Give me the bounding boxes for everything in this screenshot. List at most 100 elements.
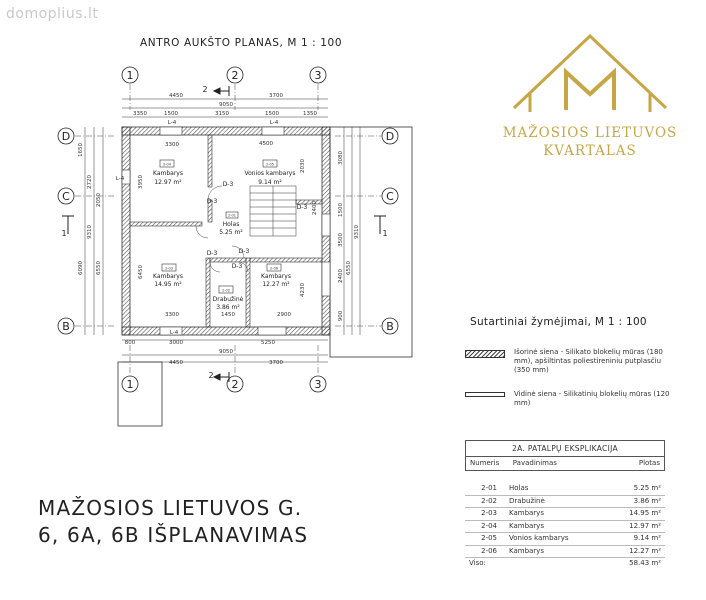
dimension-label: 1350 bbox=[303, 111, 317, 117]
door-label: D-3 bbox=[239, 248, 250, 255]
room-name: Holas bbox=[223, 221, 240, 228]
door-label: D-3 bbox=[207, 198, 218, 205]
table-row: 2-03 Kambarys 14.95 m² bbox=[465, 508, 665, 521]
dimension-label: L-4 bbox=[270, 120, 279, 126]
room-name: Kambarys bbox=[261, 273, 291, 280]
dimension-label: 2900 bbox=[277, 312, 291, 318]
dimension-label: 4230 bbox=[300, 283, 306, 297]
outer-wall-swatch bbox=[465, 350, 505, 358]
cell-number: 2-03 bbox=[481, 509, 497, 517]
project-title: MAŽOSIOS LIETUVOS G. 6, 6A, 6B IŠPLANAVI… bbox=[38, 495, 308, 549]
cell-number: 2-04 bbox=[481, 521, 497, 530]
room-area: 5.25 m² bbox=[219, 229, 243, 236]
cell-name: Kambarys bbox=[509, 509, 544, 517]
room-tag: 2-02 bbox=[222, 289, 230, 293]
dimension-label: 2720 bbox=[87, 175, 93, 189]
room-tag: 2-01 bbox=[228, 214, 236, 218]
cell-number: 2-01 bbox=[481, 484, 497, 492]
section-label: 2 bbox=[208, 371, 213, 380]
cell-area: 14.95 m² bbox=[629, 509, 661, 517]
dimension-label: 4450 bbox=[169, 360, 183, 366]
dimension-label: 1500 bbox=[338, 203, 344, 217]
dimension-label: 3300 bbox=[165, 312, 179, 318]
dimension-label: 1500 bbox=[164, 111, 178, 117]
section-label: 2 bbox=[202, 85, 207, 94]
cell-area: 3.86 m² bbox=[633, 496, 661, 505]
cell-area: 12.27 m² bbox=[629, 546, 661, 555]
dimension-label: 2050 bbox=[96, 193, 102, 207]
table-total: Viso: 58.43 m² bbox=[465, 558, 665, 569]
total-value: 58.43 m² bbox=[629, 559, 661, 567]
logo-line-1: MAŽOSIOS LIETUVOS bbox=[502, 125, 678, 141]
room-area: 3.86 m² bbox=[216, 304, 240, 311]
door-label: D-3 bbox=[297, 204, 308, 211]
dimension-label: 9050 bbox=[219, 349, 233, 355]
project-title-line-2: 6, 6A, 6B IŠPLANAVIMAS bbox=[38, 523, 309, 547]
dimension-label: 9050 bbox=[219, 102, 233, 108]
table-row: 2-02 Drabužinė 3.86 m² bbox=[465, 496, 665, 508]
watermark: domoplius.lt bbox=[6, 6, 99, 22]
header-area: Plotas bbox=[638, 459, 660, 467]
axis-label: 1 bbox=[127, 69, 134, 82]
door-label: D-3 bbox=[232, 263, 243, 270]
dimension-label: 3080 bbox=[338, 151, 344, 165]
table-header: Numeris Pavadinimas Plotas bbox=[465, 457, 665, 471]
header-number: Numeris bbox=[470, 459, 500, 467]
dimension-label: L-4 bbox=[116, 176, 125, 182]
room-name: Drabužinė bbox=[213, 296, 244, 303]
dimension-label: 800 bbox=[125, 340, 136, 346]
dimension-label: 9310 bbox=[354, 225, 360, 239]
room-name: Kambarys bbox=[153, 170, 183, 177]
dimension-label: 6550 bbox=[96, 261, 102, 275]
legend-title: Sutartiniai žymėjimai, M 1 : 100 bbox=[470, 316, 647, 328]
room-area: 12.97 m² bbox=[154, 179, 182, 186]
axis-label: 3 bbox=[315, 69, 322, 82]
axis-markers bbox=[57, 66, 399, 393]
dimension-label: 1450 bbox=[221, 312, 235, 318]
dimension-label: 3500 bbox=[338, 233, 344, 247]
logo-line-2: KVARTALAS bbox=[543, 143, 637, 159]
dimension-label: 4500 bbox=[259, 141, 273, 147]
section-label: 1 bbox=[61, 229, 66, 238]
legend-inner-wall: Vidinė siena - Silikatinių blokelių mūra… bbox=[514, 390, 670, 407]
room-tag: 2-04 bbox=[163, 163, 172, 167]
axis-label: D bbox=[386, 130, 394, 143]
room-tag: 2-05 bbox=[266, 163, 274, 167]
dimension-label: 6090 bbox=[78, 261, 84, 275]
dimension-label: 2400 bbox=[312, 201, 318, 215]
project-title-line-1: MAŽOSIOS LIETUVOS G. bbox=[38, 496, 303, 520]
room-tag: 2-06 bbox=[270, 267, 278, 271]
cell-area: 12.97 m² bbox=[629, 521, 661, 530]
logo-house-icon bbox=[512, 33, 668, 112]
door-label: D-3 bbox=[223, 181, 234, 188]
dimension-label: 3000 bbox=[169, 340, 183, 346]
axis-label: 1 bbox=[127, 378, 134, 391]
dimension-label: 6450 bbox=[138, 265, 144, 279]
dimension-label: 1500 bbox=[265, 111, 279, 117]
cell-name: Drabužinė bbox=[509, 496, 545, 505]
cell-name: Kambarys bbox=[509, 521, 544, 530]
total-label: Viso: bbox=[469, 559, 486, 567]
cell-number: 2-06 bbox=[481, 546, 497, 555]
dimension-label: 4450 bbox=[169, 93, 183, 99]
table-caption: 2A. PATALPŲ EKSPLIKACIJA bbox=[465, 440, 665, 457]
dimension-label: 3950 bbox=[138, 175, 144, 189]
room-name: Kambarys bbox=[153, 273, 183, 280]
section-label: 1 bbox=[382, 229, 387, 238]
plan-title: ANTRO AUKŠTO PLANAS, M 1 : 100 bbox=[140, 37, 343, 49]
dimension-label: 6550 bbox=[346, 261, 352, 275]
axis-label: D bbox=[62, 130, 70, 143]
dimension-label: 900 bbox=[338, 310, 344, 321]
door-label: D-3 bbox=[207, 250, 218, 257]
dimension-label: 3700 bbox=[269, 93, 283, 99]
dimension-label: 5250 bbox=[261, 340, 275, 346]
room-name: Vonios kambarys bbox=[244, 170, 295, 177]
room-area: 12.27 m² bbox=[262, 281, 290, 288]
axis-label: B bbox=[386, 320, 394, 333]
room-tag: 2-03 bbox=[165, 267, 173, 271]
axis-label: 3 bbox=[315, 378, 322, 391]
axis-label: 2 bbox=[232, 378, 239, 391]
axis-label: C bbox=[386, 190, 394, 203]
table-row: 2-05 Vonios kambarys 9.14 m² bbox=[465, 533, 665, 546]
